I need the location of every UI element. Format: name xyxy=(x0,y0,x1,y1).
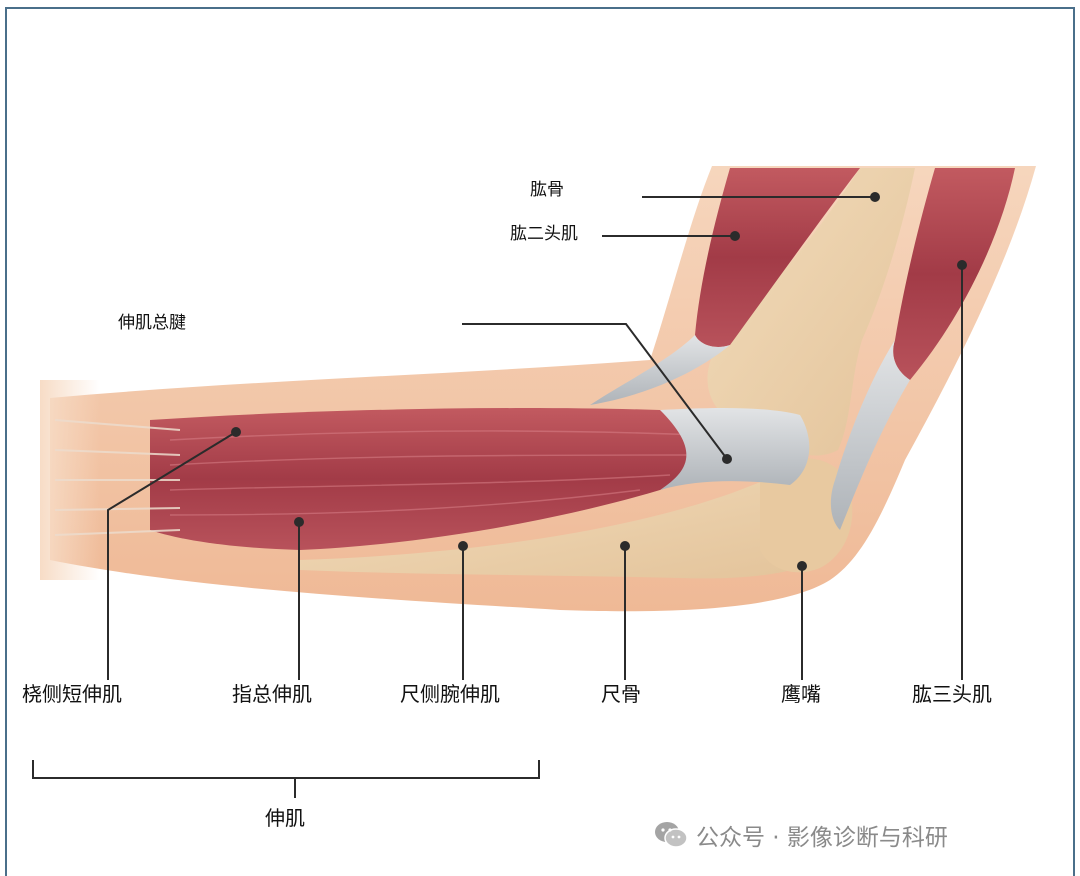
label-olecranon: 鹰嘴 xyxy=(781,682,821,706)
dot-triceps xyxy=(957,260,967,270)
label-extensors-group: 伸肌 xyxy=(265,806,305,830)
distal-tendons xyxy=(54,419,181,536)
triceps-muscle xyxy=(893,168,1015,380)
olecranon-bone xyxy=(760,458,853,573)
triceps-tendon xyxy=(830,340,910,530)
dot-olecranon xyxy=(797,561,807,571)
frame-border xyxy=(5,7,1075,876)
dot-ecu xyxy=(458,541,468,551)
leader-common-extensor xyxy=(462,323,728,460)
biceps-muscle xyxy=(695,168,860,347)
label-biceps: 肱二头肌 xyxy=(510,224,578,244)
label-ecu: 尺侧腕伸肌 xyxy=(400,682,500,706)
dot-ulna xyxy=(620,541,630,551)
leader-lines xyxy=(32,196,963,798)
leader-ecrb xyxy=(107,431,237,680)
label-triceps: 肱三头肌 xyxy=(912,682,992,706)
watermark: 公众号 · 影像诊断与科研 xyxy=(654,818,948,852)
dot-common-extensor xyxy=(722,454,732,464)
extensor-muscles xyxy=(150,408,720,550)
extensors-bracket xyxy=(32,760,540,779)
label-ulna: 尺骨 xyxy=(601,682,641,706)
dot-edc xyxy=(294,517,304,527)
label-humerus: 肱骨 xyxy=(530,180,564,200)
label-edc: 指总伸肌 xyxy=(232,682,312,706)
wechat-icon xyxy=(655,822,688,848)
watermark-text: 公众号 · 影像诊断与科研 xyxy=(696,825,948,851)
label-ecrb: 桡侧短伸肌 xyxy=(22,682,122,706)
humerus-bone xyxy=(707,168,915,456)
leader-dots xyxy=(231,192,967,571)
ulna-bone xyxy=(300,469,844,579)
label-common-extensor-tendon: 伸肌总腱 xyxy=(118,313,186,333)
muscle-fibers xyxy=(169,430,701,516)
dot-biceps xyxy=(730,231,740,241)
dot-humerus xyxy=(870,192,880,202)
common-extensor-tendon xyxy=(660,407,810,490)
dot-ecrb xyxy=(231,427,241,437)
